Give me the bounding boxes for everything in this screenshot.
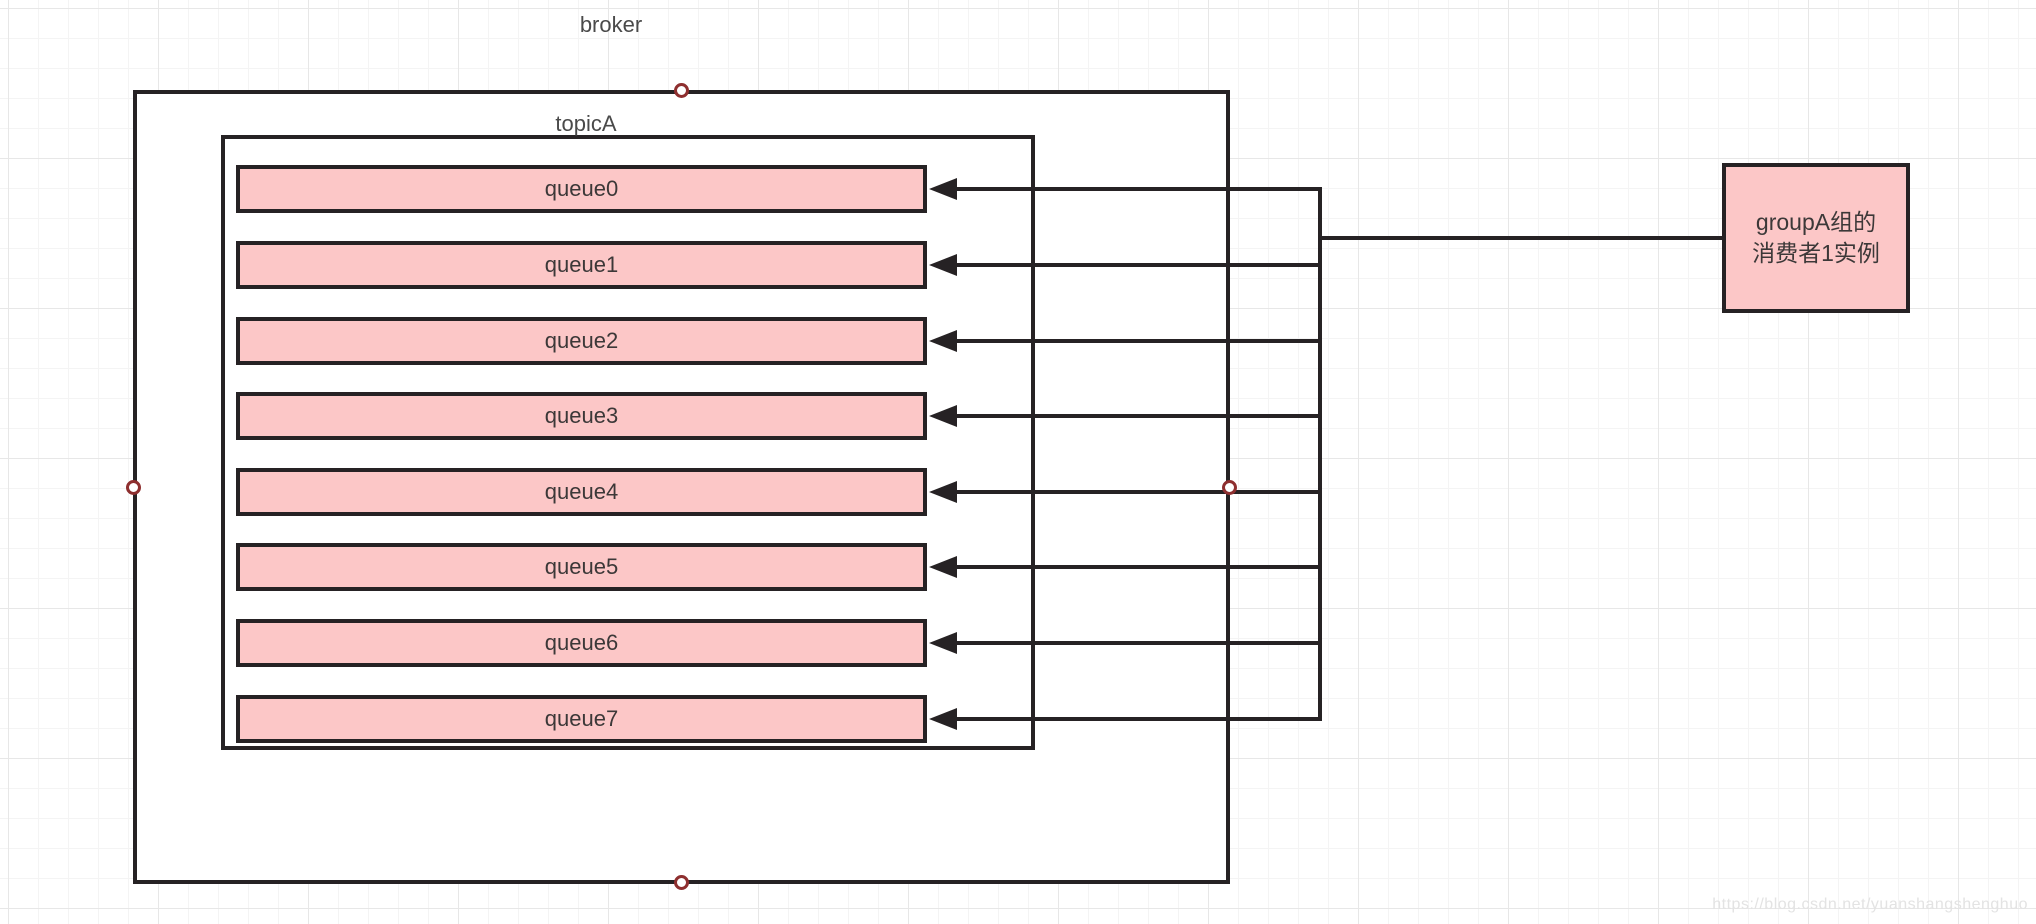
arrowhead <box>929 178 957 200</box>
arrow-line[interactable] <box>953 641 1322 645</box>
consumer-label-line2: 消费者1实例 <box>1752 240 1880 266</box>
arrowhead <box>929 708 957 730</box>
queue-shape[interactable]: queue4 <box>236 468 927 516</box>
connection-port-left-icon[interactable] <box>126 480 141 495</box>
watermark-text: https://blog.csdn.net/yuanshangshenghuo <box>1712 896 2028 913</box>
queue-shape[interactable]: queue6 <box>236 619 927 667</box>
arrowhead <box>929 481 957 503</box>
arrowhead <box>929 556 957 578</box>
arrow-line[interactable] <box>953 565 1322 569</box>
topic-label: topicA <box>555 111 617 136</box>
arrow-line[interactable] <box>953 263 1322 267</box>
connection-port-top-icon[interactable] <box>674 83 689 98</box>
queue-shape[interactable]: queue0 <box>236 165 927 213</box>
queue-shape[interactable]: queue3 <box>236 392 927 440</box>
arrowhead <box>929 254 957 276</box>
arrow-line[interactable] <box>953 717 1322 721</box>
arrow-line[interactable] <box>953 490 1322 494</box>
consumer-connector-line[interactable] <box>1318 236 1722 240</box>
consumer-shape[interactable]: groupA组的 消费者1实例 <box>1722 163 1910 313</box>
queue-shape[interactable]: queue2 <box>236 317 927 365</box>
arrowhead <box>929 632 957 654</box>
queue-shape[interactable]: queue5 <box>236 543 927 591</box>
connection-port-bottom-icon[interactable] <box>674 875 689 890</box>
broker-label: broker <box>579 12 643 37</box>
arrowhead <box>929 405 957 427</box>
queue-shape[interactable]: queue7 <box>236 695 927 743</box>
queue-shape[interactable]: queue1 <box>236 241 927 289</box>
connection-port-right-icon[interactable] <box>1222 480 1237 495</box>
arrowhead <box>929 330 957 352</box>
arrow-line[interactable] <box>953 187 1322 191</box>
arrow-line[interactable] <box>953 414 1322 418</box>
arrow-line[interactable] <box>953 339 1322 343</box>
consumer-label-line1: groupA组的 <box>1755 209 1877 235</box>
arrow-trunk-line[interactable] <box>1318 187 1322 721</box>
